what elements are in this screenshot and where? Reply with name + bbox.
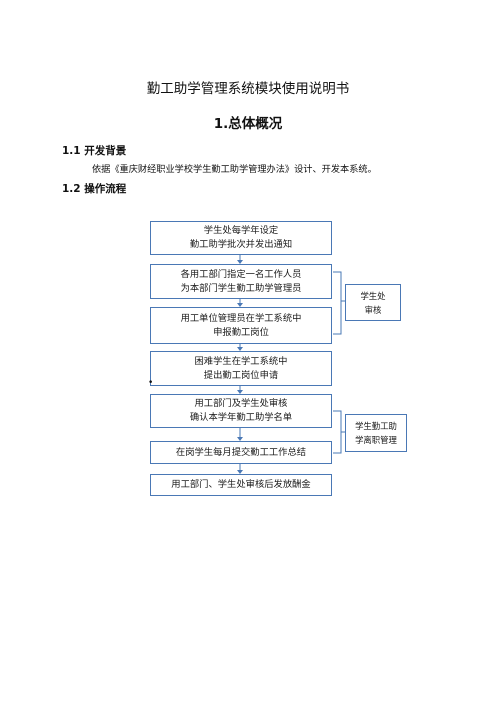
flow-step-5: 用工部门及学生处审核 确认本学年勤工助学名单 — [150, 394, 332, 428]
bracket-review — [333, 271, 342, 335]
flow-step-2: 各用工部门指定一名工作人员 为本部门学生勤工助学管理员 — [150, 264, 332, 299]
flow-step-7: 用工部门、学生处审核后发放酬金 — [150, 474, 332, 496]
flow-step-4: 困难学生在学工系统中 提出勤工岗位申请 — [150, 351, 332, 386]
side-box-review-line2: 审核 — [364, 304, 382, 315]
flow-step-6: 在岗学生每月提交勤工工作总结 — [150, 441, 332, 464]
side-box-resign-line2: 学离职管理 — [355, 435, 397, 445]
section-title: 1.总体概况 — [213, 116, 283, 132]
flow-step-5-line2: 确认本学年勤工助学名单 — [189, 412, 293, 423]
stray-bullet: • — [148, 378, 154, 388]
side-box-resign-line1: 学生勤工助 — [355, 421, 397, 431]
side-box-review-line1: 学生处 — [360, 290, 386, 301]
flow-step-4-line1: 困难学生在学工系统中 — [194, 355, 288, 367]
flow-step-1-line2: 勤工助学批次并发出通知 — [189, 239, 293, 250]
side-box-review: 学生处 审核 — [345, 284, 401, 321]
subsection-heading-background: 1.1 开发背景 — [62, 145, 127, 157]
document-title: 勤工助学管理系统模块使用说明书 — [146, 81, 350, 97]
side-box-resign: 学生勤工助 学离职管理 — [345, 414, 407, 452]
flow-step-5-line1: 用工部门及学生处审核 — [194, 398, 288, 409]
flow-step-1-line1: 学生处每学年设定 — [203, 225, 279, 236]
flow-step-3-line1: 用工单位管理员在学工系统中 — [180, 312, 302, 324]
bracket-resign — [333, 410, 342, 454]
flow-step-3: 用工单位管理员在学工系统中 申报勤工岗位 — [150, 307, 332, 344]
flow-step-2-line1: 各用工部门指定一名工作人员 — [180, 268, 302, 280]
flow-step-1: 学生处每学年设定 勤工助学批次并发出通知 — [150, 221, 332, 255]
background-paragraph: 依据《重庆财经职业学校学生勤工助学管理办法》设计、开发本系统。 — [92, 164, 377, 175]
flow-step-2-line2: 为本部门学生勤工助学管理员 — [180, 282, 302, 294]
subsection-heading-flow: 1.2 操作流程 — [62, 183, 127, 195]
flow-step-4-line2: 提出勤工岗位申请 — [203, 369, 279, 381]
flow-step-3-line2: 申报勤工岗位 — [213, 326, 269, 338]
flow-step-7-line1: 用工部门、学生处审核后发放酬金 — [171, 479, 311, 490]
flow-step-6-line1: 在岗学生每月提交勤工工作总结 — [175, 446, 307, 458]
